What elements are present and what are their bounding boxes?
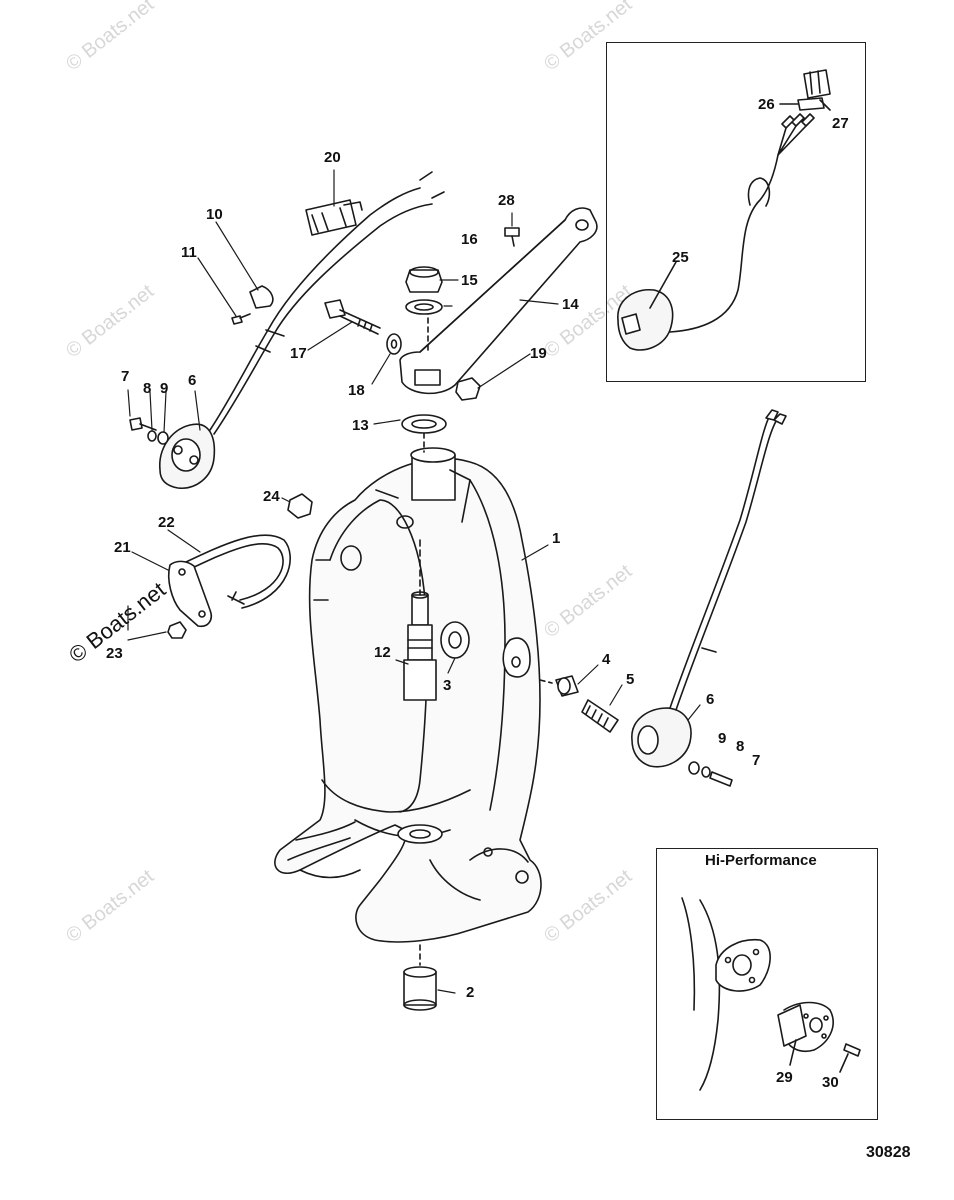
washer-part-9 [688, 761, 700, 775]
wire-harness [209, 187, 421, 431]
callout-28: 28 [498, 192, 515, 209]
inset-frame-wiring [606, 42, 866, 382]
washer-part-13 [401, 414, 447, 434]
callout-23: 23 [106, 645, 123, 662]
screw-part-28 [504, 227, 520, 247]
callout-14: 14 [562, 296, 579, 313]
callout-27: 27 [832, 115, 849, 132]
nut-part-23 [167, 621, 187, 639]
trim-sender-right [631, 707, 692, 768]
callout-17: 17 [290, 345, 307, 362]
callout-8-left: 8 [143, 380, 152, 397]
callout-12: 12 [374, 644, 391, 661]
inset-trim-sender [617, 69, 831, 351]
callout-9-left: 9 [160, 380, 169, 397]
u-bolt-part-22 [185, 534, 291, 609]
callout-11: 11 [181, 244, 197, 261]
callout-18: 18 [348, 382, 365, 399]
spring-part-5 [581, 699, 619, 733]
plate-part-21 [167, 560, 213, 628]
nut-part-24 [287, 493, 313, 519]
callout-13: 13 [352, 417, 369, 434]
wire-clamp-part-20 [305, 199, 363, 236]
washer-part-18 [386, 333, 402, 355]
callout-24: 24 [263, 488, 280, 505]
pivot-shaft-part [403, 539, 437, 701]
callout-1: 1 [552, 530, 561, 547]
callout-7-right: 7 [752, 752, 761, 769]
washer-part-8 [701, 766, 711, 778]
callout-30: 30 [822, 1074, 839, 1091]
steering-arm-part [399, 207, 598, 395]
callout-26: 26 [758, 96, 775, 113]
callout-3: 3 [443, 677, 452, 694]
bushing-part-2 [403, 944, 437, 1011]
hi-performance-title: Hi-Performance [705, 852, 817, 869]
callout-2: 2 [466, 984, 475, 1001]
callout-16: 16 [461, 231, 478, 248]
screw-part-11 [231, 313, 251, 325]
bracket-part-10 [249, 285, 274, 309]
screw-part-7 [709, 771, 733, 787]
trim-sender-left [129, 417, 216, 489]
inset-hi-performance [681, 897, 861, 1091]
callout-8-right: 8 [736, 738, 745, 755]
callout-29: 29 [776, 1069, 793, 1086]
sender-wire-right [669, 414, 771, 709]
callout-21: 21 [114, 539, 131, 556]
callout-6-left: 6 [188, 372, 197, 389]
callout-22: 22 [158, 514, 175, 531]
drawing-number: 30828 [866, 1144, 911, 1161]
nut-part-19 [455, 377, 481, 401]
callout-5: 5 [626, 671, 635, 688]
callout-7-left: 7 [121, 368, 130, 385]
washer-part-3 [440, 621, 470, 659]
washer-part-15 [405, 299, 443, 315]
bolt-part-17 [324, 299, 381, 335]
callout-4: 4 [602, 651, 611, 668]
callout-19: 19 [530, 345, 547, 362]
callout-15: 15 [461, 272, 478, 289]
callout-6-right: 6 [706, 691, 715, 708]
callout-25: 25 [672, 249, 689, 266]
callout-10: 10 [206, 206, 223, 223]
callout-20: 20 [324, 149, 341, 166]
inset-frame-hi-performance [656, 848, 878, 1120]
callout-9-right: 9 [718, 730, 727, 747]
